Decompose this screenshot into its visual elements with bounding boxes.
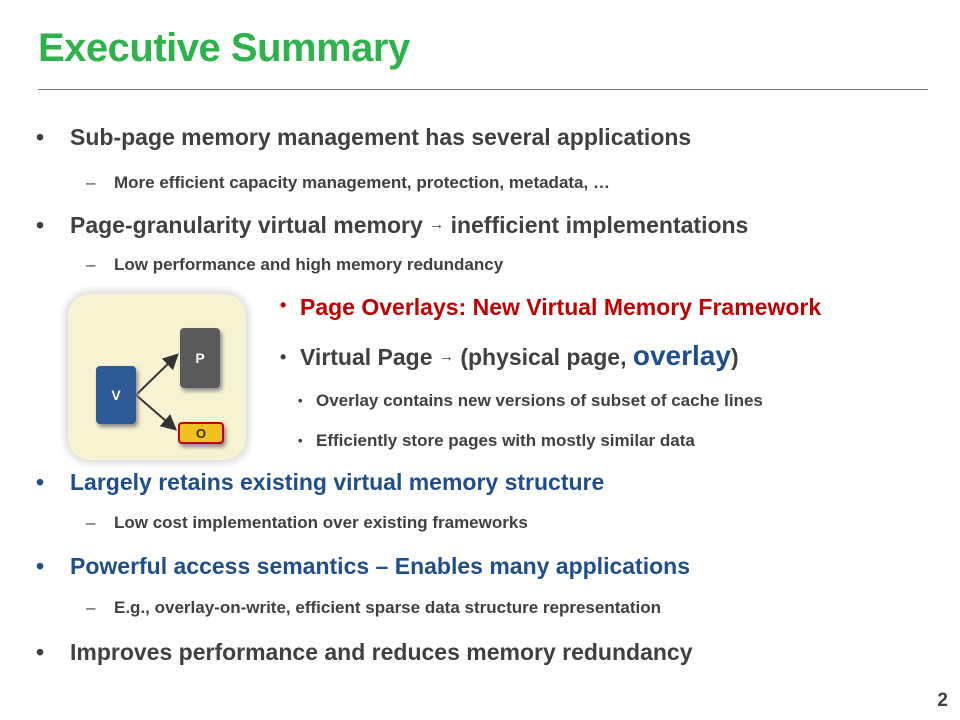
bullet-access-semantics: Powerful access semantics – Enables many…: [70, 553, 690, 579]
bullet-marker: •: [36, 639, 45, 665]
sub-bullet-low-cost: Low cost implementation over existing fr…: [114, 513, 528, 532]
bullet-retains-structure: Largely retains existing virtual memory …: [70, 469, 605, 495]
mapping-arrows: [135, 353, 179, 431]
overlay-diagram-panel: V P O: [68, 294, 246, 460]
bullet-marker: •: [280, 295, 287, 315]
bullet-text-part: (physical page,: [460, 344, 627, 370]
bullet-marker: •: [36, 124, 45, 150]
dash-marker: –: [86, 255, 96, 274]
bullet-marker: •: [36, 212, 45, 238]
virtual-page-box: V: [96, 366, 136, 424]
sub-bullet-low-performance: Low performance and high memory redundan…: [114, 255, 504, 274]
physical-page-box: P: [180, 328, 220, 388]
bullet-text-part: Virtual Page: [300, 344, 433, 370]
dash-marker: –: [86, 173, 96, 192]
sub-bullet-examples: E.g., overlay-on-write, efficient sparse…: [114, 598, 661, 617]
bullet-page-overlays: Page Overlays: New Virtual Memory Framew…: [300, 294, 822, 320]
dash-marker: –: [86, 598, 96, 617]
bullet-virtual-page-mapping: Virtual Page → (physical page, overlay): [300, 340, 739, 372]
title-divider: [38, 89, 928, 90]
arrow-icon: →: [438, 348, 454, 365]
bullet-marker: •: [36, 553, 45, 579]
arrow-icon: →: [429, 216, 445, 233]
bullet-marker: •: [298, 393, 303, 408]
bullet-text-part: Page-granularity virtual memory: [70, 212, 423, 238]
bullet-improves-performance: Improves performance and reduces memory …: [70, 639, 693, 665]
bullet-text-part: inefficient implementations: [450, 212, 749, 238]
sub-bullet-similar-data: Efficiently store pages with mostly simi…: [316, 431, 695, 450]
bullet-marker: •: [36, 469, 45, 495]
bullet-text-part: ): [730, 344, 739, 370]
page-number: 2: [937, 690, 948, 711]
overlay-box: O: [178, 422, 224, 444]
slide-title: Executive Summary: [38, 26, 410, 70]
bullet-marker: •: [280, 347, 287, 367]
bullet-sub-page-management: Sub-page memory management has several a…: [70, 124, 692, 150]
overlay-keyword: overlay: [632, 340, 731, 371]
sub-bullet-overlay-contents: Overlay contains new versions of subset …: [316, 391, 763, 410]
sub-bullet-applications: More efficient capacity management, prot…: [114, 173, 610, 192]
bullet-marker: •: [298, 433, 303, 448]
dash-marker: –: [86, 513, 96, 532]
bullet-page-granularity: Page-granularity virtual memory → ineffi…: [70, 212, 748, 239]
